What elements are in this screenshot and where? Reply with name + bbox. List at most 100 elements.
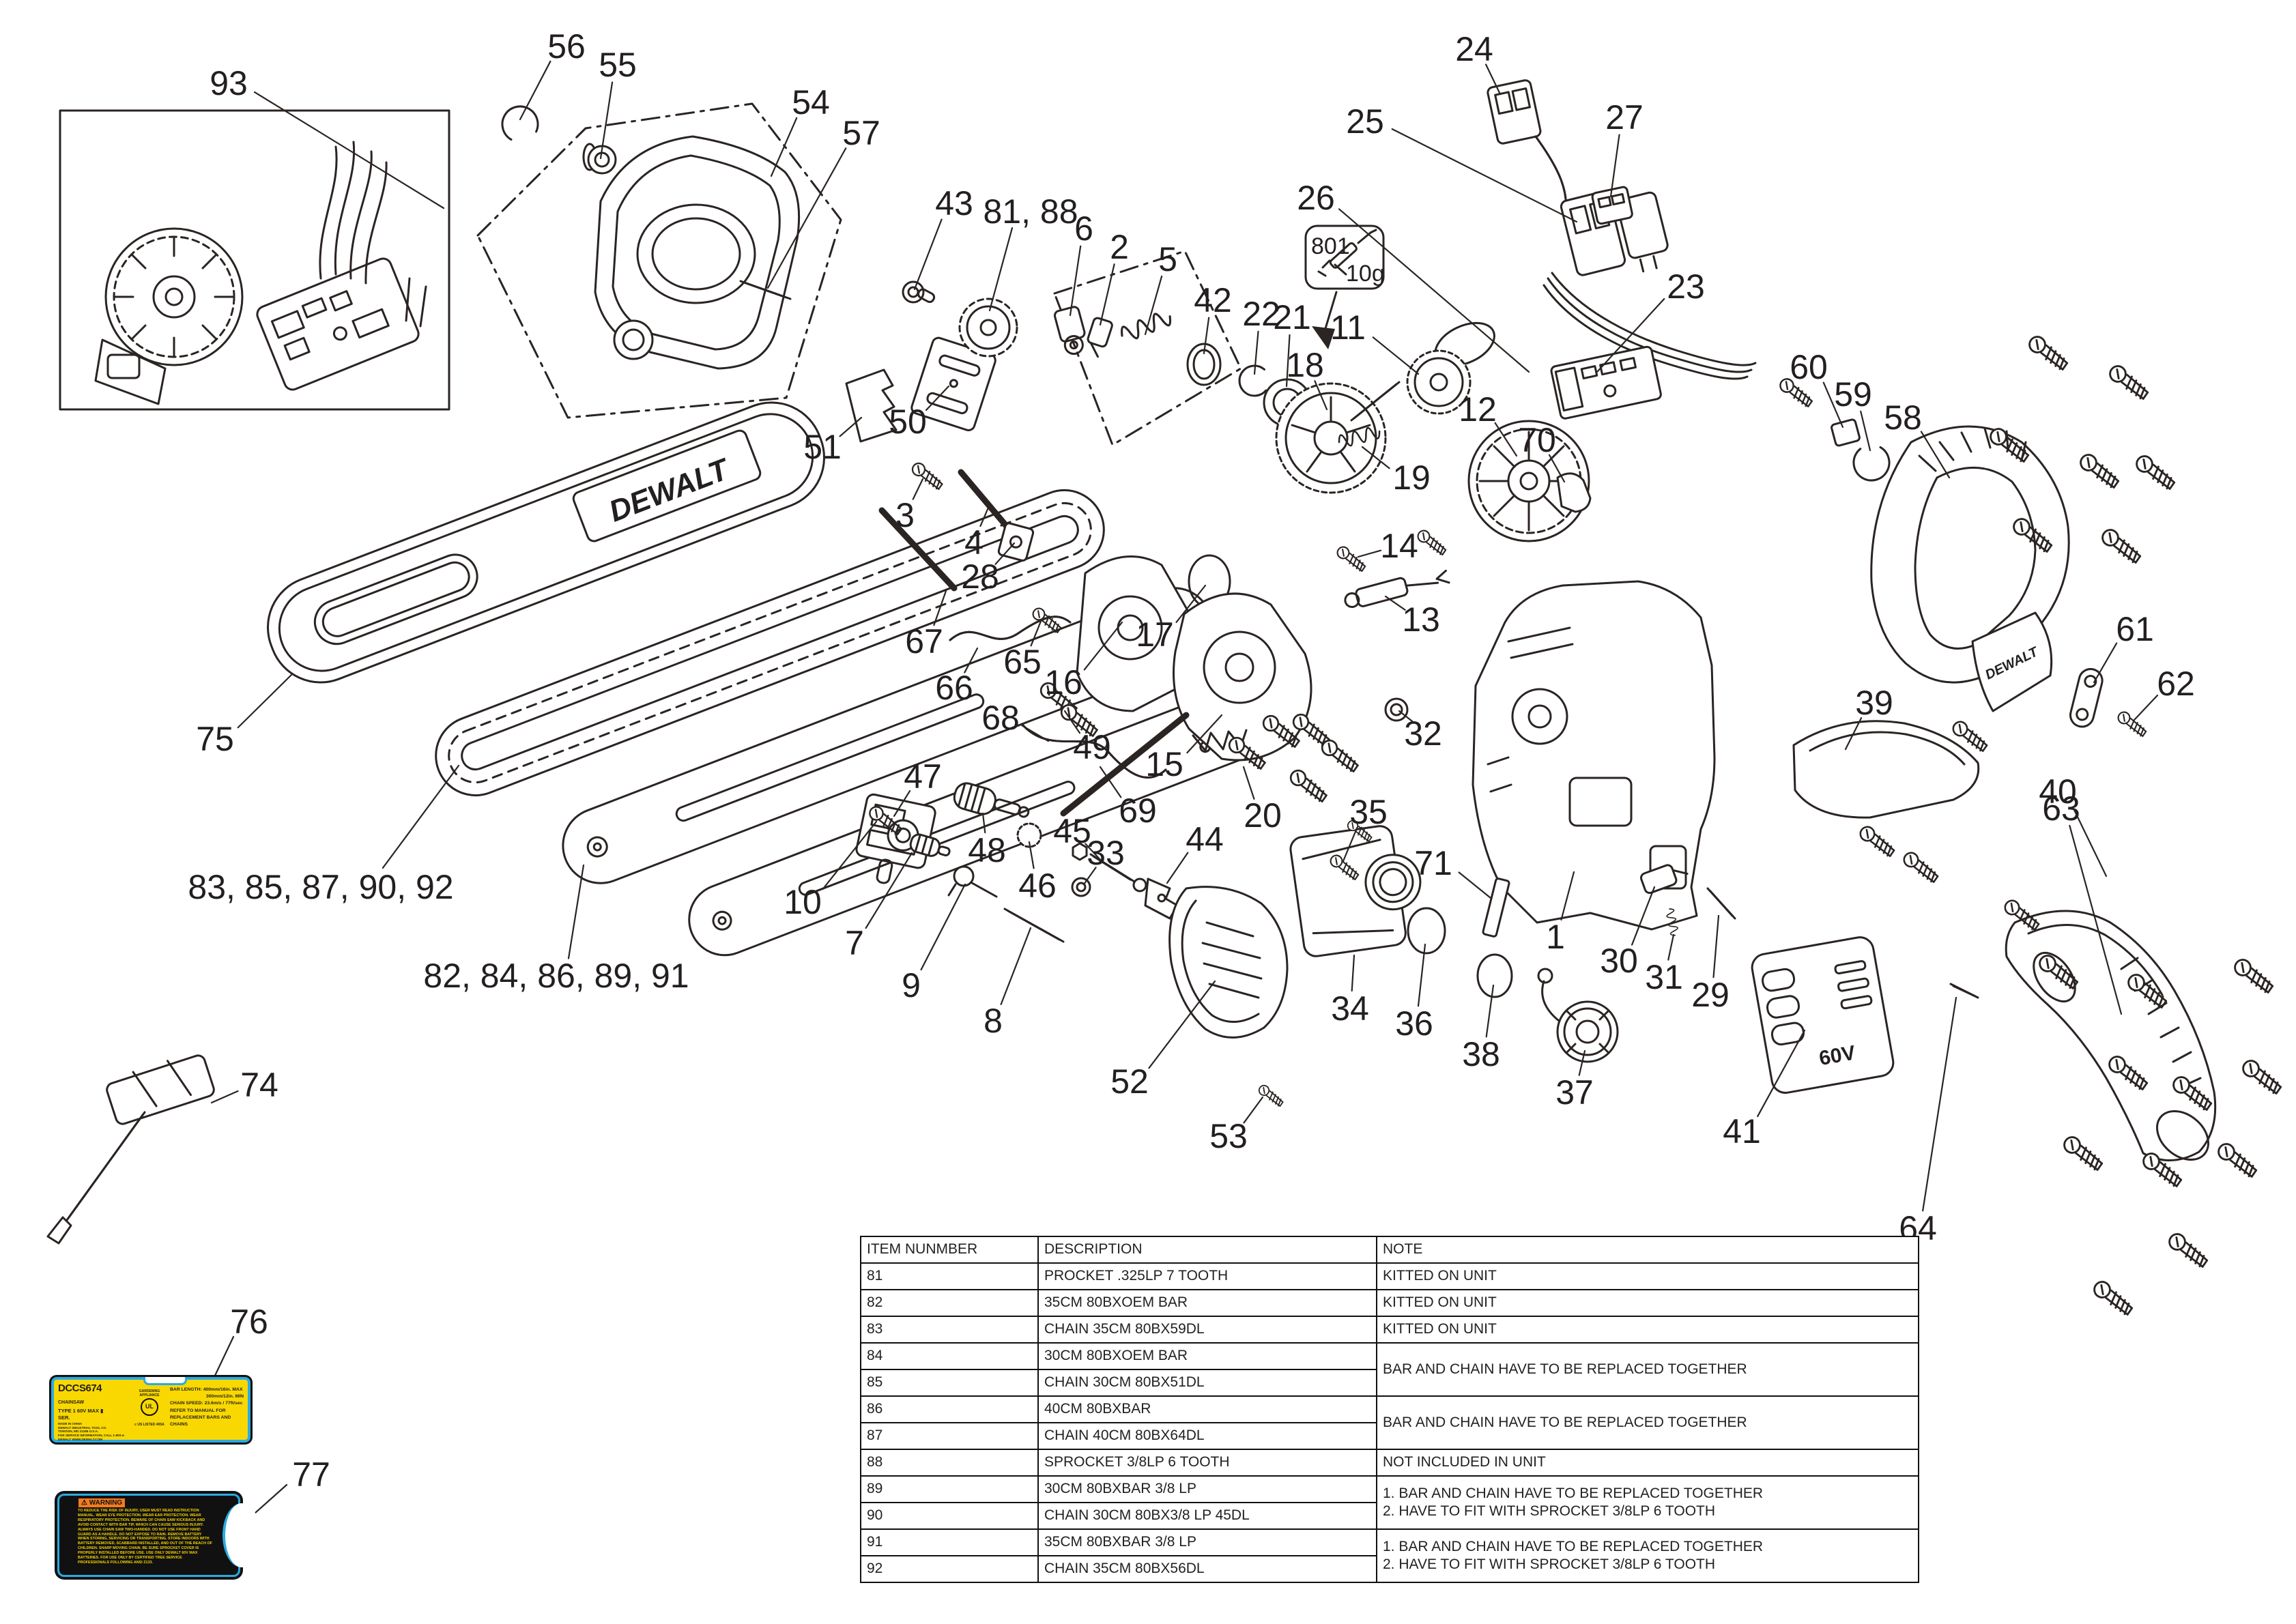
callout-65: 65 <box>1003 643 1042 681</box>
callout-29: 29 <box>1691 976 1730 1014</box>
leader-line-22 <box>1253 330 1259 375</box>
callout-58: 58 <box>1884 398 1922 437</box>
washer-43 <box>902 280 936 304</box>
callout-5: 5 <box>1158 240 1177 278</box>
callout-45: 45 <box>1053 812 1091 850</box>
oil-pump-48 <box>953 782 1030 818</box>
callout-35: 35 <box>1349 793 1388 831</box>
leader-line-49 <box>1063 710 1081 734</box>
callout-67: 67 <box>905 622 943 661</box>
leader-line-44 <box>1166 852 1189 884</box>
main-housing-1 <box>1472 580 1716 931</box>
leader-line-59 <box>1860 410 1871 452</box>
washer-32 <box>1384 697 1409 722</box>
callout-15: 15 <box>1145 745 1183 783</box>
leader-line-24 <box>1485 63 1502 96</box>
warning-label-77: ⚠ WARNING TO REDUCE THE RISK OF INJURY, … <box>55 1491 261 1580</box>
cell-note: BAR AND CHAIN HAVE TO BE REPLACED TOGETH… <box>1376 1342 1919 1397</box>
nameplate-notch <box>143 1377 187 1385</box>
controller-93 <box>256 257 420 391</box>
clutch-shaft-11 <box>1406 321 1495 415</box>
leader-line-75 <box>237 673 293 729</box>
callout-10: 10 <box>784 883 822 921</box>
callout-25: 25 <box>1346 102 1384 141</box>
grease-instruction-box: 801 10g <box>1304 224 1385 349</box>
cell-description: CHAIN 40CM 80BX64DL <box>1037 1422 1377 1450</box>
leader-line-76 <box>213 1335 235 1378</box>
leader-line-48 <box>981 812 986 834</box>
leader-line-68 <box>1021 725 1050 742</box>
callout-38: 38 <box>1462 1035 1500 1073</box>
washer-33 <box>1071 877 1091 897</box>
callout-46: 46 <box>1018 867 1057 905</box>
callout-33: 33 <box>1087 834 1125 872</box>
leader-line-37 <box>1578 1049 1586 1076</box>
leader-line-60 <box>1822 381 1844 429</box>
cell-item: 83 <box>860 1316 1039 1344</box>
callout-77: 77 <box>292 1455 330 1494</box>
nameplate-model: DCCS674 <box>58 1382 102 1394</box>
pcb-23 <box>1550 345 1662 420</box>
callout-30: 30 <box>1600 942 1638 980</box>
leader-line-63 <box>2069 824 2123 1015</box>
leader-line-1 <box>1560 871 1575 921</box>
brake-rod-67 <box>878 507 958 592</box>
leader-line-25 <box>1391 128 1578 223</box>
oring-59 <box>1852 444 1891 482</box>
callout-69: 69 <box>1119 792 1157 830</box>
leader-line-13 <box>1384 595 1406 611</box>
nameplate-type: TYPE 1 60V MAX ▮ <box>58 1408 104 1414</box>
callout-32: 32 <box>1404 714 1442 753</box>
callout-9: 9 <box>902 966 921 1004</box>
callout-28: 28 <box>961 557 999 596</box>
callout-24: 24 <box>1455 30 1493 68</box>
nameplate-address: TOWSON, MD 21286 U.S.A. <box>58 1430 99 1434</box>
leader-line-15 <box>1186 714 1223 754</box>
callout-60: 60 <box>1790 348 1828 386</box>
cell-description: PROCKET .325LP 7 TOOTH <box>1037 1262 1377 1290</box>
leader-line-36 <box>1417 943 1426 1007</box>
leader-line-23 <box>1596 298 1665 373</box>
cell-item: 86 <box>860 1395 1039 1423</box>
leader-line-45 <box>1085 843 1103 862</box>
cell-note: KITTED ON UNIT <box>1376 1289 1919 1317</box>
leader-line-69 <box>1099 766 1122 798</box>
callout-1: 1 <box>1546 918 1565 956</box>
callout-27: 27 <box>1605 98 1644 136</box>
callout-23: 23 <box>1667 267 1705 306</box>
sprocket-cover-54 <box>594 135 801 370</box>
leader-line-54 <box>770 117 798 177</box>
rear-handle-40 <box>2005 910 2217 1161</box>
callout-11: 11 <box>1330 308 1366 347</box>
relay-27 <box>1591 186 1633 225</box>
nameplate-ser: SER. <box>58 1415 70 1421</box>
nameplate-gardening: GARDENING APPLIANCE <box>139 1389 160 1397</box>
leader-line-64 <box>1922 996 1957 1212</box>
nameplate-refer1: REFER TO MANUAL FOR <box>170 1408 226 1413</box>
callout-50: 50 <box>889 403 927 441</box>
callout-43: 43 <box>935 184 973 222</box>
callout-14: 14 <box>1380 527 1418 565</box>
callout-74: 74 <box>240 1066 278 1104</box>
callout-17: 17 <box>1136 615 1174 654</box>
callout-16: 16 <box>1044 663 1082 701</box>
callout-6: 6 <box>1074 209 1093 248</box>
leader-line-6 <box>1069 245 1082 317</box>
leader-line-46 <box>1028 841 1035 869</box>
callout-83-85-87-90-92: 83, 85, 87, 90, 92 <box>188 868 453 906</box>
callout-59: 59 <box>1834 375 1872 414</box>
hose-66 <box>949 615 1072 641</box>
cell-description: 35CM 80BXOEM BAR <box>1037 1289 1377 1317</box>
leader-line-41 <box>1757 1029 1806 1118</box>
leader-line-67 <box>933 590 947 626</box>
grease-amount: 10g <box>1346 261 1385 287</box>
cell-note: KITTED ON UNIT <box>1376 1262 1919 1290</box>
leader-line-58 <box>1920 431 1951 479</box>
cell-note: 1. BAR AND CHAIN HAVE TO BE REPLACED TOG… <box>1376 1528 1919 1583</box>
adjust-rod-69 <box>1060 712 1190 817</box>
